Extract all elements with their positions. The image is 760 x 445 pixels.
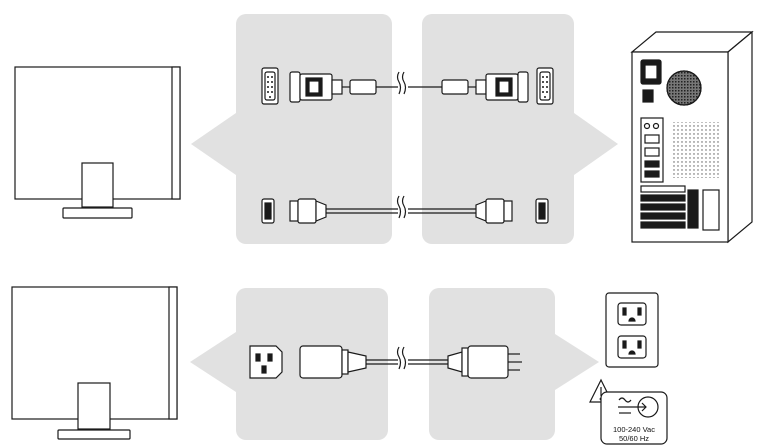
hdmi-port-left (261, 198, 275, 224)
signal-panel-right (422, 14, 574, 244)
pc-tower (630, 30, 754, 244)
power-cable (249, 345, 522, 379)
wall-outlet-icon (605, 292, 659, 368)
signal-panel-right-arrow (574, 113, 618, 175)
mains-plug (408, 345, 522, 379)
power-rating-label: 100-240 Vac 50/60 Hz (589, 378, 668, 445)
iec-plug (299, 345, 398, 379)
hdmi-port-right (535, 198, 549, 224)
vga-port-right (536, 67, 554, 105)
vga-port-left (261, 67, 279, 105)
signal-panel-left-arrow (191, 113, 236, 175)
iec-socket (249, 345, 283, 379)
cable-break-power (396, 346, 407, 370)
power-panel-left-arrow (190, 332, 236, 392)
power-label-box (600, 391, 668, 445)
cable-break-vga (396, 71, 407, 95)
monitor-rear-bottom (11, 286, 178, 440)
frequency-text: 50/60 Hz (619, 434, 649, 443)
hdmi-cable (261, 195, 549, 224)
power-panel-right-arrow (555, 334, 599, 390)
hdmi-plug-left (289, 198, 398, 224)
monitor-rear-top (14, 66, 181, 219)
signal-panels (191, 14, 618, 244)
ac-power-symbol-icon (618, 396, 659, 418)
cable-break-hdmi (396, 195, 407, 219)
hdmi-plug-right (408, 198, 513, 224)
vga-plug-left (289, 71, 398, 103)
voltage-text: 100-240 Vac (613, 425, 655, 434)
vga-cable (261, 67, 554, 105)
vga-plug-right (408, 71, 529, 103)
